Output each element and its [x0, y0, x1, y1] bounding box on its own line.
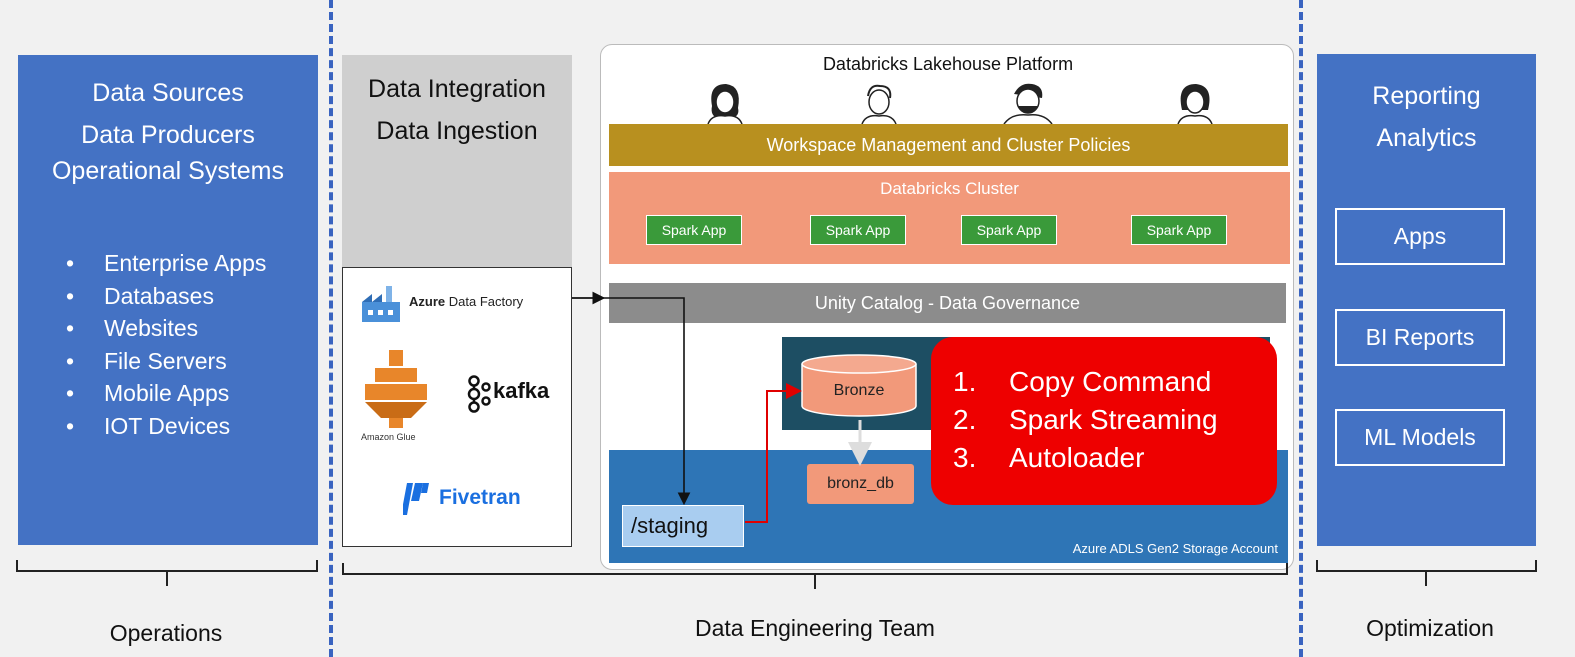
reporting-title-line-1: Reporting [1372, 82, 1481, 110]
method-label: Spark Streaming [1009, 404, 1218, 435]
person-icon [1003, 83, 1053, 124]
ingestion-header: Data Integration Data Ingestion [342, 55, 572, 267]
engineering-bracket [342, 563, 1288, 575]
method-number: 1. [953, 366, 977, 397]
data-factory-text: Data Factory [448, 294, 524, 309]
separator-left [329, 0, 333, 657]
engineering-bracket-tick [814, 575, 816, 589]
kafka-label: kafka [493, 378, 550, 403]
cluster-label: Databricks Cluster [880, 179, 1019, 198]
list-item: Mobile Apps [66, 377, 266, 410]
reporting-title-line-2: Analytics [1376, 124, 1477, 152]
bronze-label: Bronze [833, 382, 885, 399]
bronz-db-label: bronz_db [827, 475, 894, 492]
spark-app: Spark App [961, 215, 1057, 245]
staging-label: /staging [631, 513, 709, 538]
operations-label: Operations [109, 620, 223, 646]
optimization-bracket [1316, 560, 1537, 572]
operations-bracket [16, 560, 318, 572]
list-item: Enterprise Apps [66, 247, 266, 280]
list-item: 2. Spark Streaming [953, 401, 1218, 439]
kafka-icon [467, 375, 491, 413]
unity-catalog-bar: Unity Catalog - Data Governance [609, 283, 1286, 323]
spark-app: Spark App [810, 215, 906, 245]
ingestion-title-line-2: Data Ingestion [376, 117, 538, 145]
storage-label: Azure ADLS Gen2 Storage Account [1072, 541, 1278, 556]
database-cylinder-icon [801, 354, 917, 417]
person-icon [861, 84, 897, 124]
separator-right [1299, 0, 1303, 657]
spark-app: Spark App [646, 215, 742, 245]
data-sources-panel: Data Sources Data Producers Operational … [18, 55, 318, 545]
optimization-bracket-tick [1425, 572, 1427, 586]
optimization-label: Optimization [1366, 615, 1494, 641]
ingestion-methods-box: 1. Copy Command 2. Spark Streaming 3. Autol… [931, 337, 1277, 505]
ml-models-box: ML Models [1335, 409, 1505, 466]
list-item: File Servers [66, 345, 266, 378]
sources-title-line-2: Data Producers [81, 121, 255, 149]
bronz-db-box: bronz_db [807, 464, 914, 504]
staging-box: /staging [622, 505, 744, 547]
spark-app: Spark App [1131, 215, 1227, 245]
list-item: IOT Devices [66, 410, 266, 443]
sources-title-line-3: Operational Systems [51, 157, 285, 185]
person-icon [707, 84, 743, 124]
unity-label: Unity Catalog - Data Governance [814, 293, 1081, 313]
azure-bold: Azure [409, 294, 446, 309]
method-label: Copy Command [1009, 366, 1212, 397]
fivetran-icon [403, 483, 429, 515]
person-icon [1177, 84, 1213, 124]
fivetran-label: Fivetran [439, 486, 521, 509]
list-item: Databases [66, 280, 266, 313]
reporting-panel: Reporting Analytics Apps BI Reports ML M… [1317, 54, 1536, 546]
list-item: 1. Copy Command [953, 363, 1218, 401]
list-item: 3. Autoloader [953, 439, 1218, 477]
azure-data-factory-label: Azure Data Factory [409, 294, 523, 309]
workspace-label: Workspace Management and Cluster Policie… [766, 135, 1131, 155]
ingestion-title-line-1: Data Integration [368, 75, 546, 103]
method-number: 2. [953, 404, 977, 435]
ingestion-tools-box: Azure Data Factory Amazon Glue kafka Fiv… [342, 267, 572, 547]
operations-bracket-tick [166, 572, 168, 586]
factory-icon [362, 286, 400, 322]
platform-title: Databricks Lakehouse Platform [822, 54, 1074, 74]
sources-title-line-1: Data Sources [92, 79, 244, 107]
data-engineering-team-label: Data Engineering Team [695, 615, 935, 641]
sources-list: Enterprise Apps Databases Websites File … [66, 247, 266, 442]
glue-label: Amazon Glue [361, 432, 416, 442]
workspace-management-bar: Workspace Management and Cluster Policie… [609, 124, 1288, 166]
list-item: Websites [66, 312, 266, 345]
glue-icon [365, 350, 427, 428]
bi-reports-box: BI Reports [1335, 309, 1505, 366]
methods-list: 1. Copy Command 2. Spark Streaming 3. Autol… [953, 363, 1218, 477]
method-label: Autoloader [1009, 442, 1145, 473]
method-number: 3. [953, 442, 977, 473]
apps-box: Apps [1335, 208, 1505, 265]
